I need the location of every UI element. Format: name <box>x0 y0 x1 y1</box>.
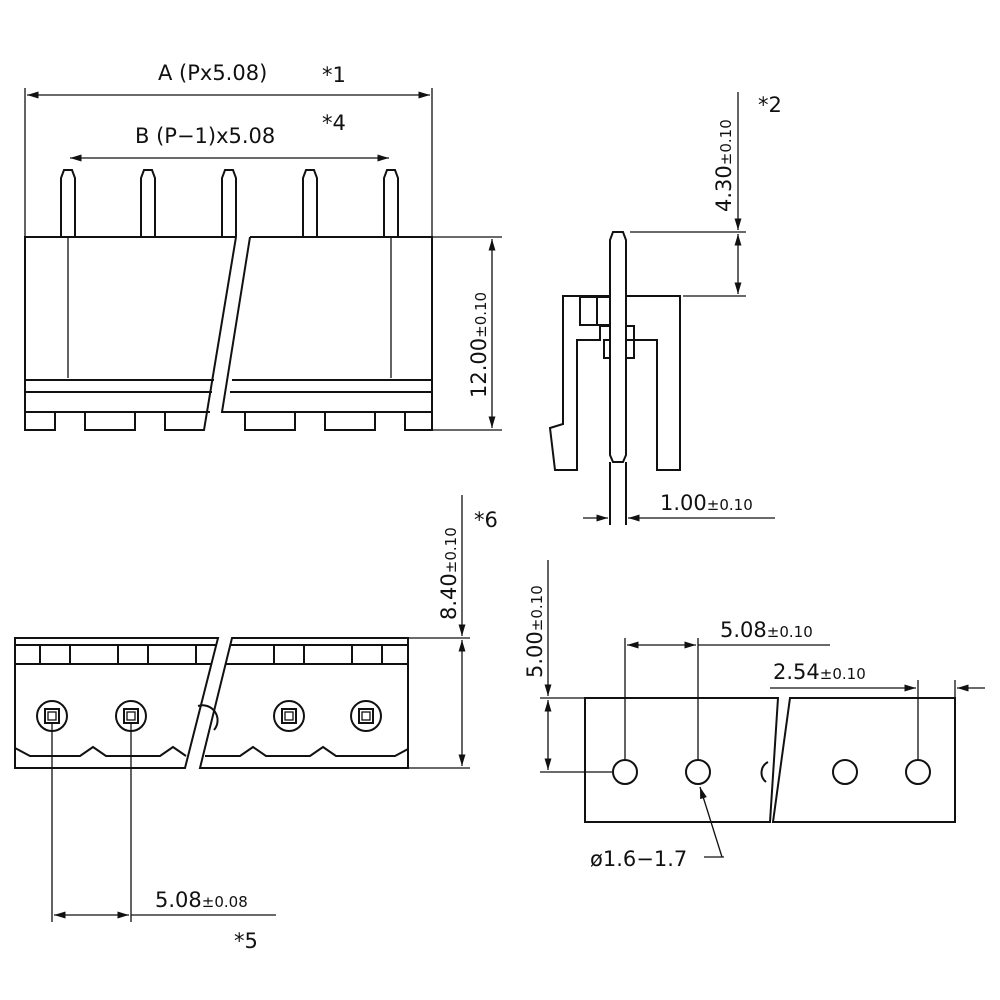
pitch-label: 5.08±0.08 <box>155 888 248 912</box>
pin-length-label: 4.30±0.10 <box>712 119 736 212</box>
note-2: *2 <box>758 93 782 117</box>
dim-b-label: B (P−1)x5.08 <box>135 124 275 148</box>
pcb-pitch-label: 5.08±0.10 <box>720 618 813 642</box>
front-view: A (Px5.08) *1 B (P−1)x5.08 *4 12.00±0.10 <box>24 61 502 431</box>
body-left <box>24 236 237 431</box>
half-pitch-label: 2.54±0.10 <box>773 660 866 684</box>
note-5: *5 <box>234 929 258 953</box>
hole-diameter-label: ø1.6−1.7 <box>590 847 687 871</box>
bottom-view: 8.40±0.10 *6 5.08±0.08 *5 <box>14 495 498 953</box>
pins <box>60 169 399 237</box>
pin-width-label: 1.00±0.10 <box>660 491 753 515</box>
height-8-label: 8.40±0.10 <box>437 527 461 620</box>
row-spacing-label: 5.00±0.10 <box>523 585 547 678</box>
side-view: *2 4.30±0.10 1.00±0.10 <box>548 92 782 525</box>
note-4: *4 <box>322 111 346 135</box>
note-6: *6 <box>474 508 498 532</box>
terminal-screws <box>36 700 382 732</box>
note-1: *1 <box>322 63 346 87</box>
holes <box>612 759 931 785</box>
body-right <box>220 236 433 431</box>
dim-a-label: A (Px5.08) <box>158 61 267 85</box>
height-12-label: 12.00±0.10 <box>467 292 491 398</box>
pcb-layout: 5.00±0.10 5.08±0.10 2.54±0.10 ø1.6−1.7 <box>523 560 985 871</box>
